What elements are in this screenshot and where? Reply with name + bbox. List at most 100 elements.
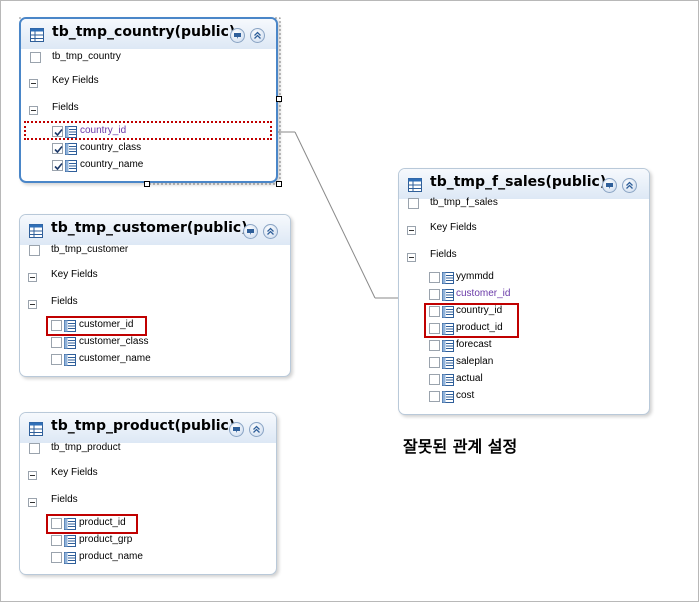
table-header[interactable]: tb_tmp_f_sales(public) bbox=[399, 169, 649, 199]
field-row-country-id[interactable]: country_id bbox=[21, 124, 276, 140]
dropdown-menu-icon[interactable] bbox=[230, 28, 245, 43]
field-row-cost[interactable]: cost bbox=[399, 389, 649, 405]
key-fields-label: Key Fields bbox=[52, 75, 99, 86]
table-header[interactable]: tb_tmp_country(public) bbox=[21, 19, 276, 49]
subtitle-checkbox[interactable] bbox=[29, 443, 40, 454]
subtitle-checkbox[interactable] bbox=[30, 52, 41, 63]
table-subtitle: tb_tmp_product bbox=[51, 442, 121, 453]
collapse-fields-toggle[interactable] bbox=[29, 106, 38, 115]
table-icon bbox=[408, 178, 422, 192]
field-checkbox[interactable] bbox=[52, 143, 63, 154]
field-row-country-name[interactable]: country_name bbox=[21, 158, 276, 174]
field-checkbox[interactable] bbox=[52, 160, 63, 171]
dropdown-menu-icon[interactable] bbox=[229, 422, 244, 437]
table-title: tb_tmp_customer(public) bbox=[51, 220, 248, 236]
field-row-saleplan[interactable]: saleplan bbox=[399, 355, 649, 371]
key-fields-label: Key Fields bbox=[430, 222, 477, 233]
collapse-up-icon[interactable] bbox=[250, 28, 265, 43]
field-checkbox[interactable] bbox=[429, 323, 440, 334]
collapse-up-icon[interactable] bbox=[263, 224, 278, 239]
field-row-country-id[interactable]: country_id bbox=[399, 304, 649, 320]
collapse-key-fields-toggle[interactable] bbox=[28, 273, 37, 282]
subtitle-checkbox[interactable] bbox=[29, 245, 40, 256]
subtitle-checkbox[interactable] bbox=[408, 198, 419, 209]
field-checkbox[interactable] bbox=[51, 552, 62, 563]
field-icon bbox=[442, 340, 454, 352]
field-row-forecast[interactable]: forecast bbox=[399, 338, 649, 354]
resize-handle[interactable] bbox=[276, 96, 282, 102]
table-customer[interactable]: tb_tmp_customer(public) tb_tmp_customer … bbox=[19, 214, 291, 377]
relation-line-segment-2[interactable] bbox=[294, 131, 376, 299]
highlight-product-id bbox=[46, 514, 138, 534]
field-icon bbox=[64, 337, 76, 349]
collapse-fields-toggle[interactable] bbox=[28, 498, 37, 507]
resize-handle[interactable] bbox=[276, 181, 282, 187]
collapse-key-fields-toggle[interactable] bbox=[29, 79, 38, 88]
collapse-up-icon[interactable] bbox=[249, 422, 264, 437]
key-fields-group: Key Fields bbox=[399, 221, 649, 237]
field-name: product_id bbox=[456, 322, 503, 333]
field-checkbox[interactable] bbox=[52, 126, 63, 137]
collapse-fields-toggle[interactable] bbox=[407, 253, 416, 262]
field-name: customer_id bbox=[79, 319, 134, 330]
field-name: product_id bbox=[79, 517, 126, 528]
collapse-fields-toggle[interactable] bbox=[28, 300, 37, 309]
field-icon bbox=[442, 323, 454, 335]
table-icon bbox=[30, 28, 44, 42]
field-icon bbox=[442, 374, 454, 386]
field-icon bbox=[64, 354, 76, 366]
field-row-customer-class[interactable]: customer_class bbox=[20, 335, 290, 351]
fields-label: Fields bbox=[52, 102, 79, 113]
field-checkbox[interactable] bbox=[429, 374, 440, 385]
table-subtitle-row: tb_tmp_product bbox=[20, 441, 276, 457]
field-row-customer-name[interactable]: customer_name bbox=[20, 352, 290, 368]
field-checkbox[interactable] bbox=[51, 354, 62, 365]
field-checkbox[interactable] bbox=[51, 320, 62, 331]
field-checkbox[interactable] bbox=[429, 391, 440, 402]
table-header[interactable]: tb_tmp_customer(public) bbox=[20, 215, 290, 245]
field-icon bbox=[65, 143, 77, 155]
field-icon bbox=[442, 272, 454, 284]
field-name: product_grp bbox=[79, 534, 133, 545]
field-row-customer-id[interactable]: customer_id bbox=[399, 287, 649, 303]
field-checkbox[interactable] bbox=[51, 518, 62, 529]
field-row-product-id[interactable]: product_id bbox=[399, 321, 649, 337]
table-subtitle: tb_tmp_customer bbox=[51, 244, 129, 255]
key-fields-group: Key Fields bbox=[21, 74, 276, 90]
field-name: customer_name bbox=[79, 353, 151, 364]
field-row-customer-id[interactable]: customer_id bbox=[20, 318, 290, 334]
collapse-key-fields-toggle[interactable] bbox=[28, 471, 37, 480]
table-header[interactable]: tb_tmp_product(public) bbox=[20, 413, 276, 443]
field-checkbox[interactable] bbox=[429, 272, 440, 283]
fields-label: Fields bbox=[430, 249, 457, 260]
table-product[interactable]: tb_tmp_product(public) tb_tmp_product Ke… bbox=[19, 412, 277, 575]
field-checkbox[interactable] bbox=[51, 535, 62, 546]
collapse-up-icon[interactable] bbox=[622, 178, 637, 193]
field-checkbox[interactable] bbox=[51, 337, 62, 348]
collapse-key-fields-toggle[interactable] bbox=[407, 226, 416, 235]
fields-label: Fields bbox=[51, 494, 78, 505]
field-checkbox[interactable] bbox=[429, 306, 440, 317]
field-row-actual[interactable]: actual bbox=[399, 372, 649, 388]
field-row-product-id[interactable]: product_id bbox=[20, 516, 276, 532]
table-f-sales[interactable]: tb_tmp_f_sales(public) tb_tmp_f_sales Ke… bbox=[398, 168, 650, 415]
dropdown-menu-icon[interactable] bbox=[243, 224, 258, 239]
field-checkbox[interactable] bbox=[429, 340, 440, 351]
field-checkbox[interactable] bbox=[429, 289, 440, 300]
dropdown-menu-icon[interactable] bbox=[602, 178, 617, 193]
table-subtitle: tb_tmp_country bbox=[52, 51, 121, 62]
table-country[interactable]: tb_tmp_country(public) tb_tmp_country Ke… bbox=[19, 17, 278, 183]
fields-group: Fields bbox=[21, 101, 276, 117]
key-fields-label: Key Fields bbox=[51, 467, 98, 478]
field-name: country_name bbox=[80, 159, 144, 170]
field-name: cost bbox=[456, 390, 475, 401]
field-row-product-name[interactable]: product_name bbox=[20, 550, 276, 566]
field-checkbox[interactable] bbox=[429, 357, 440, 368]
table-title: tb_tmp_country(public) bbox=[52, 24, 236, 40]
field-row-yymmdd[interactable]: yymmdd bbox=[399, 270, 649, 286]
field-row-country-class[interactable]: country_class bbox=[21, 141, 276, 157]
resize-handle[interactable] bbox=[144, 181, 150, 187]
table-subtitle-row: tb_tmp_f_sales bbox=[399, 196, 649, 212]
field-row-product-grp[interactable]: product_grp bbox=[20, 533, 276, 549]
field-name: forecast bbox=[456, 339, 492, 350]
